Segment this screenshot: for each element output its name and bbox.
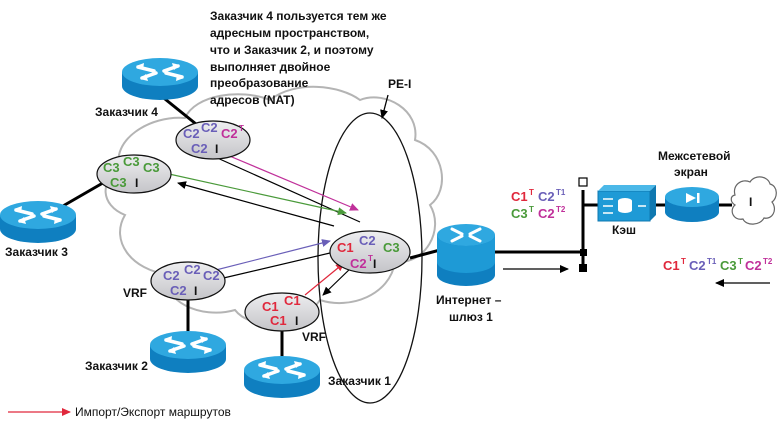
route-entry: C1 — [270, 313, 287, 328]
router-c3-icon[interactable] — [0, 199, 78, 245]
cache-label: Кэш — [612, 223, 636, 237]
customer-3-label: Заказчик 3 — [5, 245, 68, 259]
customer-1-label: Заказчик 1 — [328, 374, 391, 388]
svg-text:T: T — [681, 257, 686, 266]
pe-i-router-table[interactable]: C1 C2 C3 C2 T I — [329, 230, 411, 274]
svg-text:C3: C3 — [511, 206, 528, 221]
cache-icon[interactable] — [597, 185, 656, 222]
svg-text:T1: T1 — [707, 257, 717, 266]
bus-terminator-top — [578, 177, 588, 187]
bus-terminator-bottom — [579, 264, 587, 272]
svg-text:выполняет двойное: выполняет двойное — [210, 60, 331, 74]
arrow-c4-to-pe — [219, 151, 359, 211]
svg-text:адресным пространством,: адресным пространством, — [210, 26, 369, 40]
route-entry: C2 — [163, 268, 180, 283]
link-c3 — [55, 178, 109, 212]
svg-text:преобразование: преобразование — [210, 76, 309, 90]
internet-label: I — [749, 195, 752, 209]
svg-text:C2: C2 — [538, 189, 555, 204]
svg-text:T2: T2 — [763, 257, 773, 266]
router-c2-icon[interactable] — [148, 329, 228, 375]
route-entry: C2 — [203, 268, 220, 283]
svg-text:что и Заказчик 2, и поэтому: что и Заказчик 2, и поэтому — [210, 43, 374, 57]
gateway-label-2: шлюз 1 — [449, 310, 493, 324]
legend: Импорт/Экспорт маршрутов — [8, 405, 231, 419]
link-c4 — [159, 93, 197, 126]
pe-i-boundary — [317, 112, 423, 404]
vrf-marker: I — [135, 176, 138, 190]
vrf-marker: I — [373, 257, 376, 271]
nat-superscript: T — [368, 254, 373, 263]
vrf-marker: I — [194, 284, 197, 298]
router-c4-icon[interactable] — [120, 56, 200, 102]
arrow-c1-to-pe — [304, 262, 345, 296]
arrow-c3-to-pe — [159, 171, 347, 216]
vrf-c3[interactable]: C3 C3 C3 C3 I — [96, 154, 172, 194]
link-pe-gateway — [409, 248, 441, 260]
svg-text:адресов (NAT): адресов (NAT) — [210, 93, 295, 107]
route-entry: C1 — [337, 240, 354, 255]
arrow-pe-to-c1 — [322, 265, 354, 296]
route-entry: C1 — [284, 293, 301, 308]
route-entry: C2 — [170, 283, 187, 298]
nat-annotation: Заказчик 4 пользуется тем же адресным пр… — [210, 9, 387, 107]
route-entry-nat: C2 — [350, 256, 367, 271]
route-entry: C2 — [359, 233, 376, 248]
svg-text:T: T — [529, 188, 534, 197]
svg-text:T: T — [738, 257, 743, 266]
arrow-pe-to-c3 — [177, 181, 335, 227]
route-entry: C2 — [183, 126, 200, 141]
internet-cloud[interactable] — [730, 176, 777, 225]
svg-text:T: T — [529, 205, 534, 214]
vrf-label-c1: VRF — [302, 330, 326, 344]
vrf-marker: I — [215, 142, 218, 156]
route-entry: C1 — [262, 299, 279, 314]
vrf-c4[interactable]: C2 C2 C2 T C2 I — [175, 120, 251, 160]
customer-4-label: Заказчик 4 — [95, 105, 158, 119]
arrow-c2-to-pe — [207, 239, 331, 273]
nat-superscript: T — [239, 124, 244, 133]
gateway-router-icon[interactable] — [437, 224, 495, 286]
svg-text:C2: C2 — [538, 206, 555, 221]
route-entry: C3 — [103, 160, 120, 175]
pe-i-label: PE-I — [388, 77, 411, 91]
vrf-label-c2: VRF — [123, 286, 147, 300]
bus-junction — [580, 249, 587, 256]
customer-2-label: Заказчик 2 — [85, 359, 148, 373]
outbound-flow-labels: C1 T C2 T1 C3 T C2 T2 — [511, 188, 566, 221]
svg-text:C2: C2 — [745, 258, 762, 273]
svg-text:C2: C2 — [689, 258, 706, 273]
vrf-c2[interactable]: C2 C2 C2 C2 I — [150, 261, 226, 301]
arrow-pe-to-c2 — [214, 252, 331, 283]
vrf-marker: I — [295, 314, 298, 328]
route-entry: C3 — [143, 160, 160, 175]
gateway-label: Интернет – — [436, 293, 502, 307]
svg-text:C3: C3 — [720, 258, 737, 273]
legend-label: Импорт/Экспорт маршрутов — [75, 405, 231, 419]
vrf-c1[interactable]: C1 C1 C1 I — [244, 292, 320, 332]
firewall-label: Межсетевой — [658, 149, 731, 163]
svg-text:T2: T2 — [556, 205, 566, 214]
svg-text:C1: C1 — [663, 258, 680, 273]
router-c1-icon[interactable] — [242, 354, 322, 400]
route-entry: C2 — [201, 120, 218, 135]
svg-text:Заказчик 4 пользуется тем же: Заказчик 4 пользуется тем же — [210, 9, 387, 23]
route-entry: C3 — [123, 154, 140, 169]
route-entry-nat: C2 — [221, 126, 238, 141]
route-entry: C2 — [184, 262, 201, 277]
route-entry: C2 — [191, 141, 208, 156]
svg-text:C1: C1 — [511, 189, 528, 204]
inbound-flow-labels: C1 T C2 T1 C3 T C2 T2 — [663, 257, 773, 273]
route-entry: C3 — [383, 240, 400, 255]
pe-i-pointer — [380, 94, 389, 119]
route-entry: C3 — [110, 175, 127, 190]
svg-text:T1: T1 — [556, 188, 566, 197]
firewall-icon[interactable] — [665, 187, 719, 222]
firewall-label-2: экран — [674, 165, 708, 179]
